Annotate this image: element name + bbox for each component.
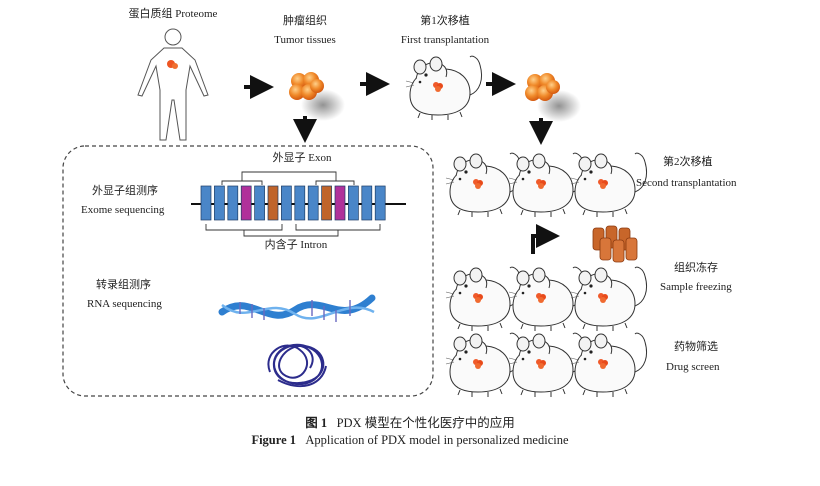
drug-screen-label-cn: 药物筛选 [674,341,718,353]
mouse-icon [445,152,523,218]
mouse-icon [445,332,523,398]
exon-block [227,185,239,221]
exon-blocks [200,185,386,221]
caption-cn: 图 1 PDX 模型在个性化医疗中的应用 [0,412,820,431]
caption-cn-number: 图 1 [305,416,328,430]
exon-bracket [315,180,355,185]
caption-cn-text: PDX 模型在个性化医疗中的应用 [336,416,515,430]
mice-second-transplant [445,152,648,218]
mouse-icon [508,266,586,332]
exon-block [334,185,346,221]
tumor-label-en: Tumor tissues [274,34,336,46]
tumor-tissue-icon [289,72,345,121]
arrow-branch-icon [531,224,560,254]
exon-block [200,185,212,221]
rna-label-cn: 转录组测序 [96,279,151,291]
exon-block [348,185,359,221]
sequencing-panel [62,145,434,397]
proteome-label: 蛋白质组 Proteome [128,8,218,20]
intron-bracket [295,224,381,231]
exome-label-cn: 外显子组测序 [92,185,158,197]
mouse-icon [508,152,586,218]
exon-block [321,185,332,221]
rna-helix-icon [218,294,376,322]
exon-block [361,185,373,221]
tumor-label-cn: 肿瘤组织 [283,15,327,27]
mouse-icon [570,266,648,332]
second-transplant-label-en: Second transplantation [636,177,737,189]
exon-block [281,185,292,221]
exon-block [374,185,386,221]
first-transplant-label-en: First transplantation [400,34,490,46]
exon-block [267,185,279,221]
frozen-tubes-icon [592,225,638,263]
exon-block [294,185,306,221]
exome-label-en: Exome sequencing [81,204,165,216]
intron-bracket [243,230,339,237]
mouse-icon [508,332,586,398]
intron-label: 内含子 Intron [264,239,328,251]
human-figure-icon [137,28,209,141]
mouse-icon [445,266,523,332]
exon-block [214,185,225,221]
caption-en: Figure 1 Application of PDX model in per… [0,433,820,448]
mice-drug-screen [445,266,648,398]
first-transplant-label-cn: 第1次移植 [420,15,470,27]
sample-freezing-label-cn: 组织冻存 [674,262,718,274]
arrows [244,72,560,254]
exon-bracket [221,180,263,185]
sample-freezing-label-en: Sample freezing [660,281,732,293]
caption-en-text: Application of PDX model in personalized… [305,433,569,447]
rna-label-en: RNA sequencing [87,298,162,310]
mouse-first-transplant-icon [405,55,483,121]
intron-bracket [205,224,283,231]
exon-bracket [241,171,337,181]
gene-structure [191,171,406,237]
second-transplant-label-cn: 第2次移植 [663,156,713,168]
mouse-icon [570,332,648,398]
exon-block [254,185,265,221]
caption-en-number: Figure 1 [251,433,297,447]
exon-label: 外显子 Exon [272,152,332,164]
exon-block [307,185,319,221]
transcript-coil-icon [267,343,327,388]
drug-screen-label-en: Drug screen [666,361,720,373]
tumor-tissue-icon [525,73,581,122]
exon-block [240,185,252,221]
